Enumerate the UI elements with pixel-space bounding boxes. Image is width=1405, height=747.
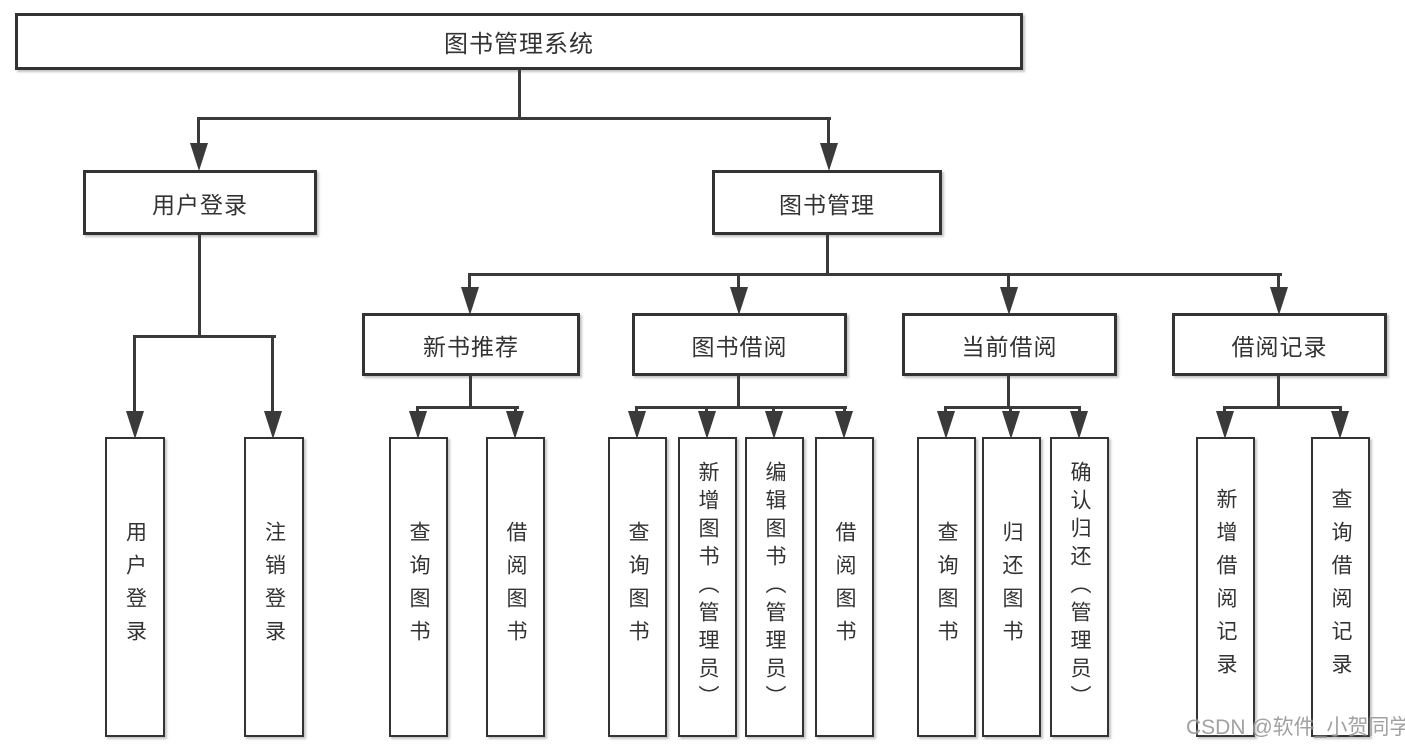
node-borrowing-records: 借阅记录 <box>1172 313 1387 376</box>
connector-line <box>1277 273 1280 293</box>
connector-line <box>1007 273 1010 293</box>
connector-line <box>1277 376 1280 409</box>
node-user-login: 用户登录 <box>83 170 317 235</box>
connector-line <box>197 117 200 150</box>
leaf-borrow-books-recommend: 借阅图书 <box>486 437 545 737</box>
connector-line <box>271 335 274 418</box>
arrow-down-icon <box>1216 411 1234 439</box>
leaf-user-login: 用户登录 <box>105 437 165 737</box>
node-label: 新书推荐 <box>423 333 519 360</box>
csdn-watermark: CSDN @软件_小贺同学 <box>1186 716 1405 739</box>
node-label: 当前借阅 <box>961 333 1058 360</box>
leaf-label: 编辑图书（管理员） <box>763 461 786 713</box>
arrow-down-icon <box>1270 287 1288 315</box>
arrow-down-icon <box>461 287 479 315</box>
arrow-down-icon <box>765 411 783 439</box>
connector-line <box>737 376 740 409</box>
node-book-management: 图书管理 <box>712 170 942 235</box>
leaf-edit-book-admin: 编辑图书（管理员） <box>745 437 804 737</box>
leaf-label: 注销登录 <box>262 521 286 653</box>
leaf-query-borrow-record: 查询借阅记录 <box>1311 437 1370 737</box>
connector-line <box>827 117 830 150</box>
connector-line <box>198 235 201 336</box>
leaf-label: 查询图书 <box>935 521 958 653</box>
connector-line <box>469 376 472 409</box>
connector-line <box>1007 376 1010 409</box>
arrow-down-icon <box>628 411 646 439</box>
leaf-add-borrow-record: 新增借阅记录 <box>1196 437 1255 737</box>
arrow-down-icon <box>835 411 853 439</box>
arrow-down-icon <box>409 411 427 439</box>
node-current-borrowing: 当前借阅 <box>902 313 1117 376</box>
arrow-down-icon <box>937 411 955 439</box>
leaf-label: 用户登录 <box>123 521 147 653</box>
connector-line <box>468 273 471 293</box>
leaf-label: 借阅图书 <box>504 521 527 653</box>
connector-line <box>133 335 276 338</box>
leaf-label: 查询图书 <box>407 521 430 653</box>
node-book-borrowing: 图书借阅 <box>632 313 847 376</box>
connector-line <box>133 335 136 418</box>
connector-line <box>635 406 847 409</box>
arrow-down-icon <box>506 411 524 439</box>
leaf-query-books-current: 查询图书 <box>917 437 976 737</box>
node-label: 用户登录 <box>152 191 248 218</box>
node-label: 借阅记录 <box>1231 333 1328 360</box>
node-label: 图书管理 <box>779 191 875 218</box>
leaf-label: 确认归还（管理员） <box>1068 461 1091 713</box>
node-label: 图书借阅 <box>691 333 788 360</box>
connector-line <box>944 406 1081 409</box>
connector-line <box>1223 406 1342 409</box>
leaf-label: 归还图书 <box>1000 521 1023 653</box>
connector-line <box>737 273 740 293</box>
node-new-book-recommendation: 新书推荐 <box>362 313 580 376</box>
arrow-down-icon <box>1002 411 1020 439</box>
connector-line <box>468 273 1282 276</box>
leaf-confirm-return-admin: 确认归还（管理员） <box>1050 437 1109 737</box>
leaf-label: 借阅图书 <box>833 521 856 653</box>
leaf-borrow-books-borrowing: 借阅图书 <box>815 437 874 737</box>
arrow-down-icon <box>698 411 716 439</box>
arrow-down-icon <box>264 411 282 439</box>
leaf-label: 新增图书（管理员） <box>696 461 719 713</box>
arrow-down-icon <box>1331 411 1349 439</box>
leaf-query-books-borrowing: 查询图书 <box>608 437 667 737</box>
arrow-down-icon <box>126 411 144 439</box>
connector-line <box>416 406 519 409</box>
leaf-return-books: 归还图书 <box>982 437 1041 737</box>
arrow-down-icon <box>190 143 208 171</box>
arrow-down-icon <box>820 143 838 171</box>
arrow-down-icon <box>1070 411 1088 439</box>
leaf-label: 查询图书 <box>626 521 649 653</box>
node-library-management-system: 图书管理系统 <box>15 13 1023 70</box>
leaf-label: 新增借阅记录 <box>1214 488 1237 686</box>
connector-line <box>826 235 829 276</box>
node-label: 图书管理系统 <box>444 31 594 58</box>
connector-line <box>197 117 831 120</box>
leaf-label: 查询借阅记录 <box>1329 488 1352 686</box>
connector-line <box>518 69 521 117</box>
leaf-query-books-recommend: 查询图书 <box>389 437 448 737</box>
arrow-down-icon <box>1000 287 1018 315</box>
leaf-logout: 注销登录 <box>244 437 304 737</box>
arrow-down-icon <box>730 287 748 315</box>
leaf-add-book-admin: 新增图书（管理员） <box>678 437 737 737</box>
